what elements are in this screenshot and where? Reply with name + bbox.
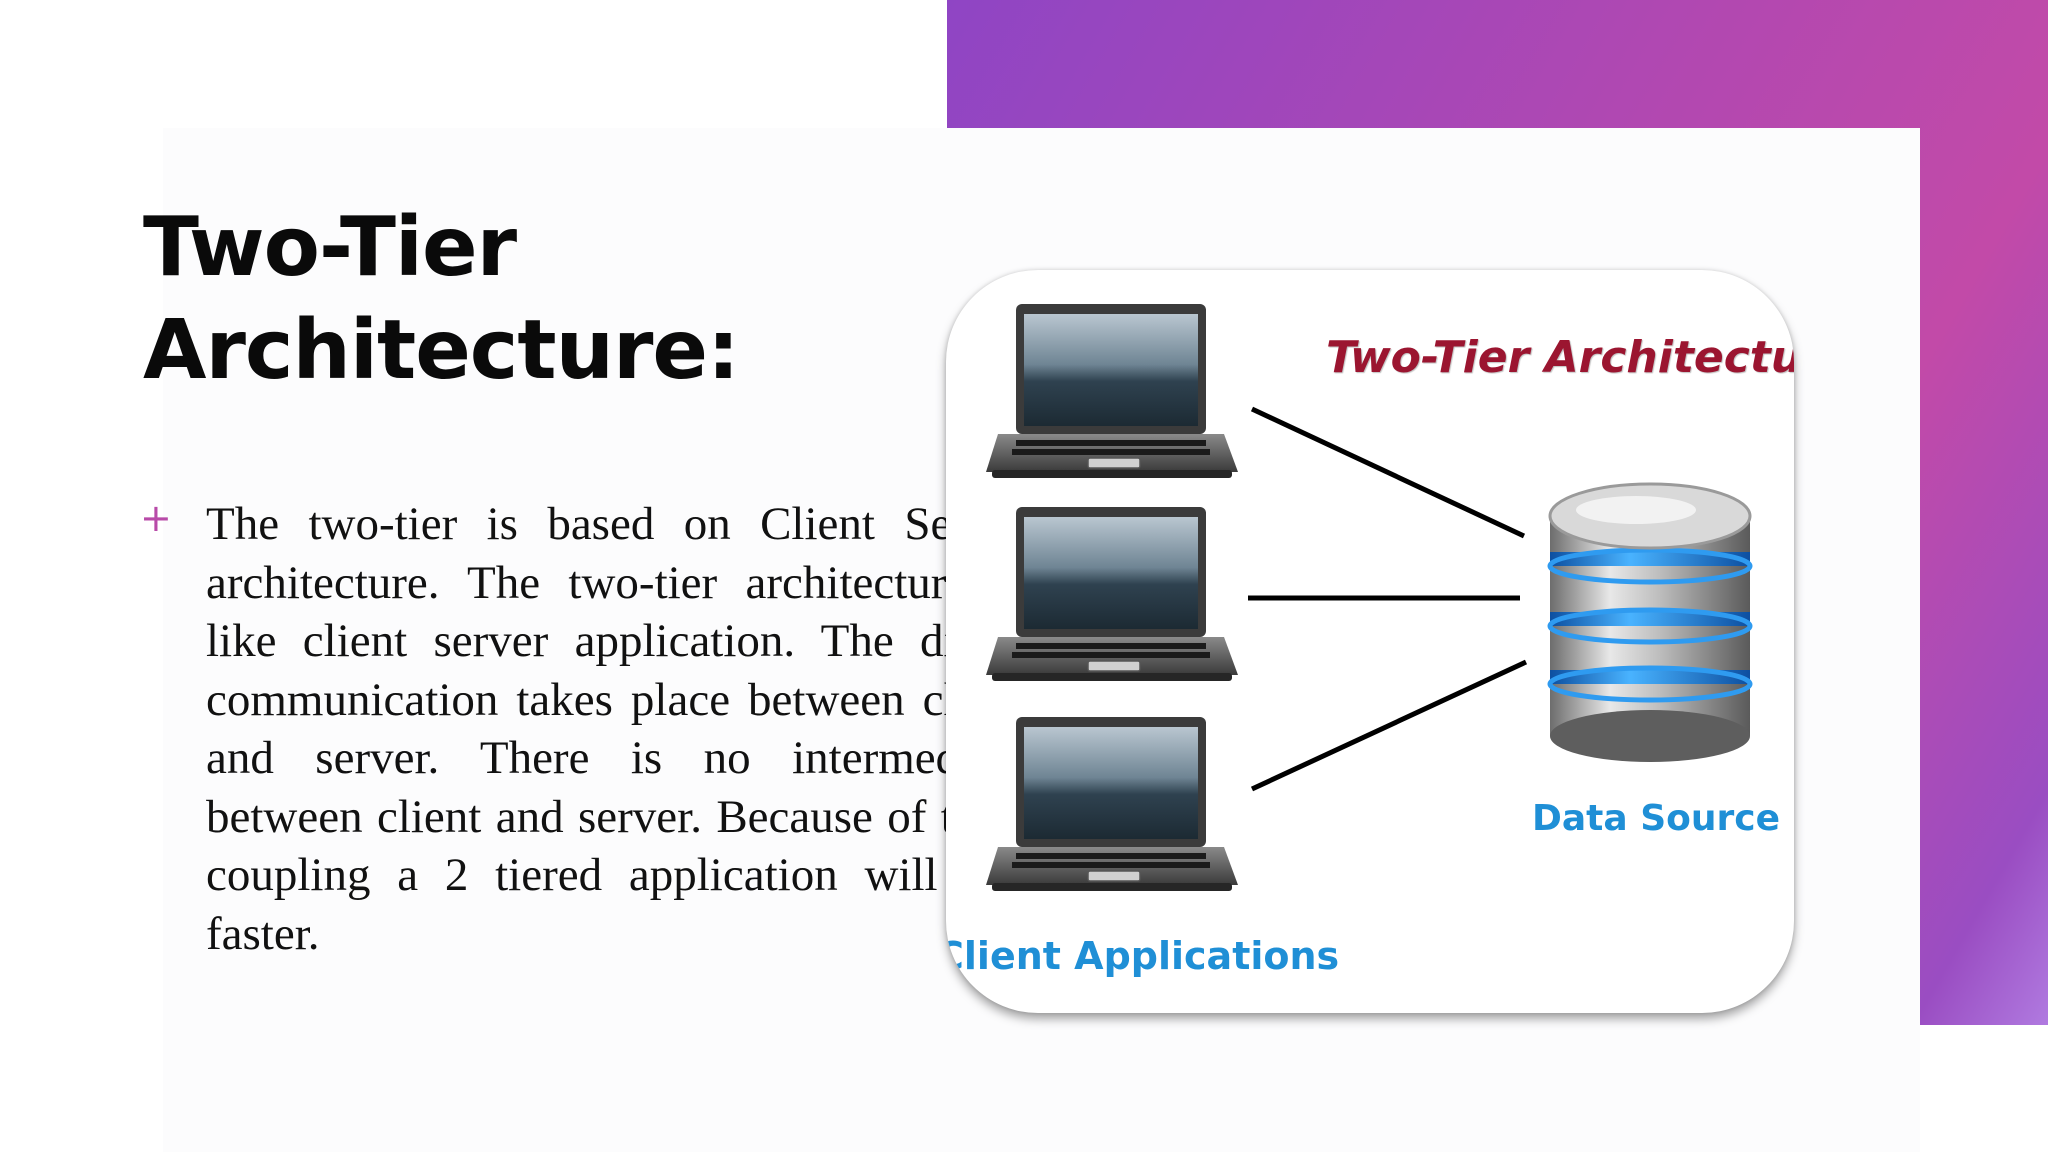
bullet-text: The two-tier is based on Client Server a… (206, 498, 1027, 960)
laptop-icon (985, 506, 1239, 682)
connection-line-bottom (1250, 659, 1528, 792)
laptop-icon (985, 303, 1239, 479)
title-line-2: Architecture: (143, 303, 740, 398)
database-icon (1547, 482, 1753, 762)
laptop-icon (985, 716, 1239, 892)
architecture-diagram: Two-Tier Architectur Data Source Client … (946, 270, 1794, 1013)
plus-bullet-icon: + (140, 496, 172, 540)
data-source-label: Data Source (1532, 798, 1781, 839)
client-applications-label: Client Applications (946, 934, 1340, 978)
diagram-graphic (985, 303, 1753, 892)
diagram-title: Two-Tier Architectur (1326, 332, 1794, 383)
connection-line-top (1250, 406, 1526, 539)
title-line-1: Two-Tier (143, 200, 517, 295)
slide-title: Two-Tier Architecture: (143, 196, 903, 402)
